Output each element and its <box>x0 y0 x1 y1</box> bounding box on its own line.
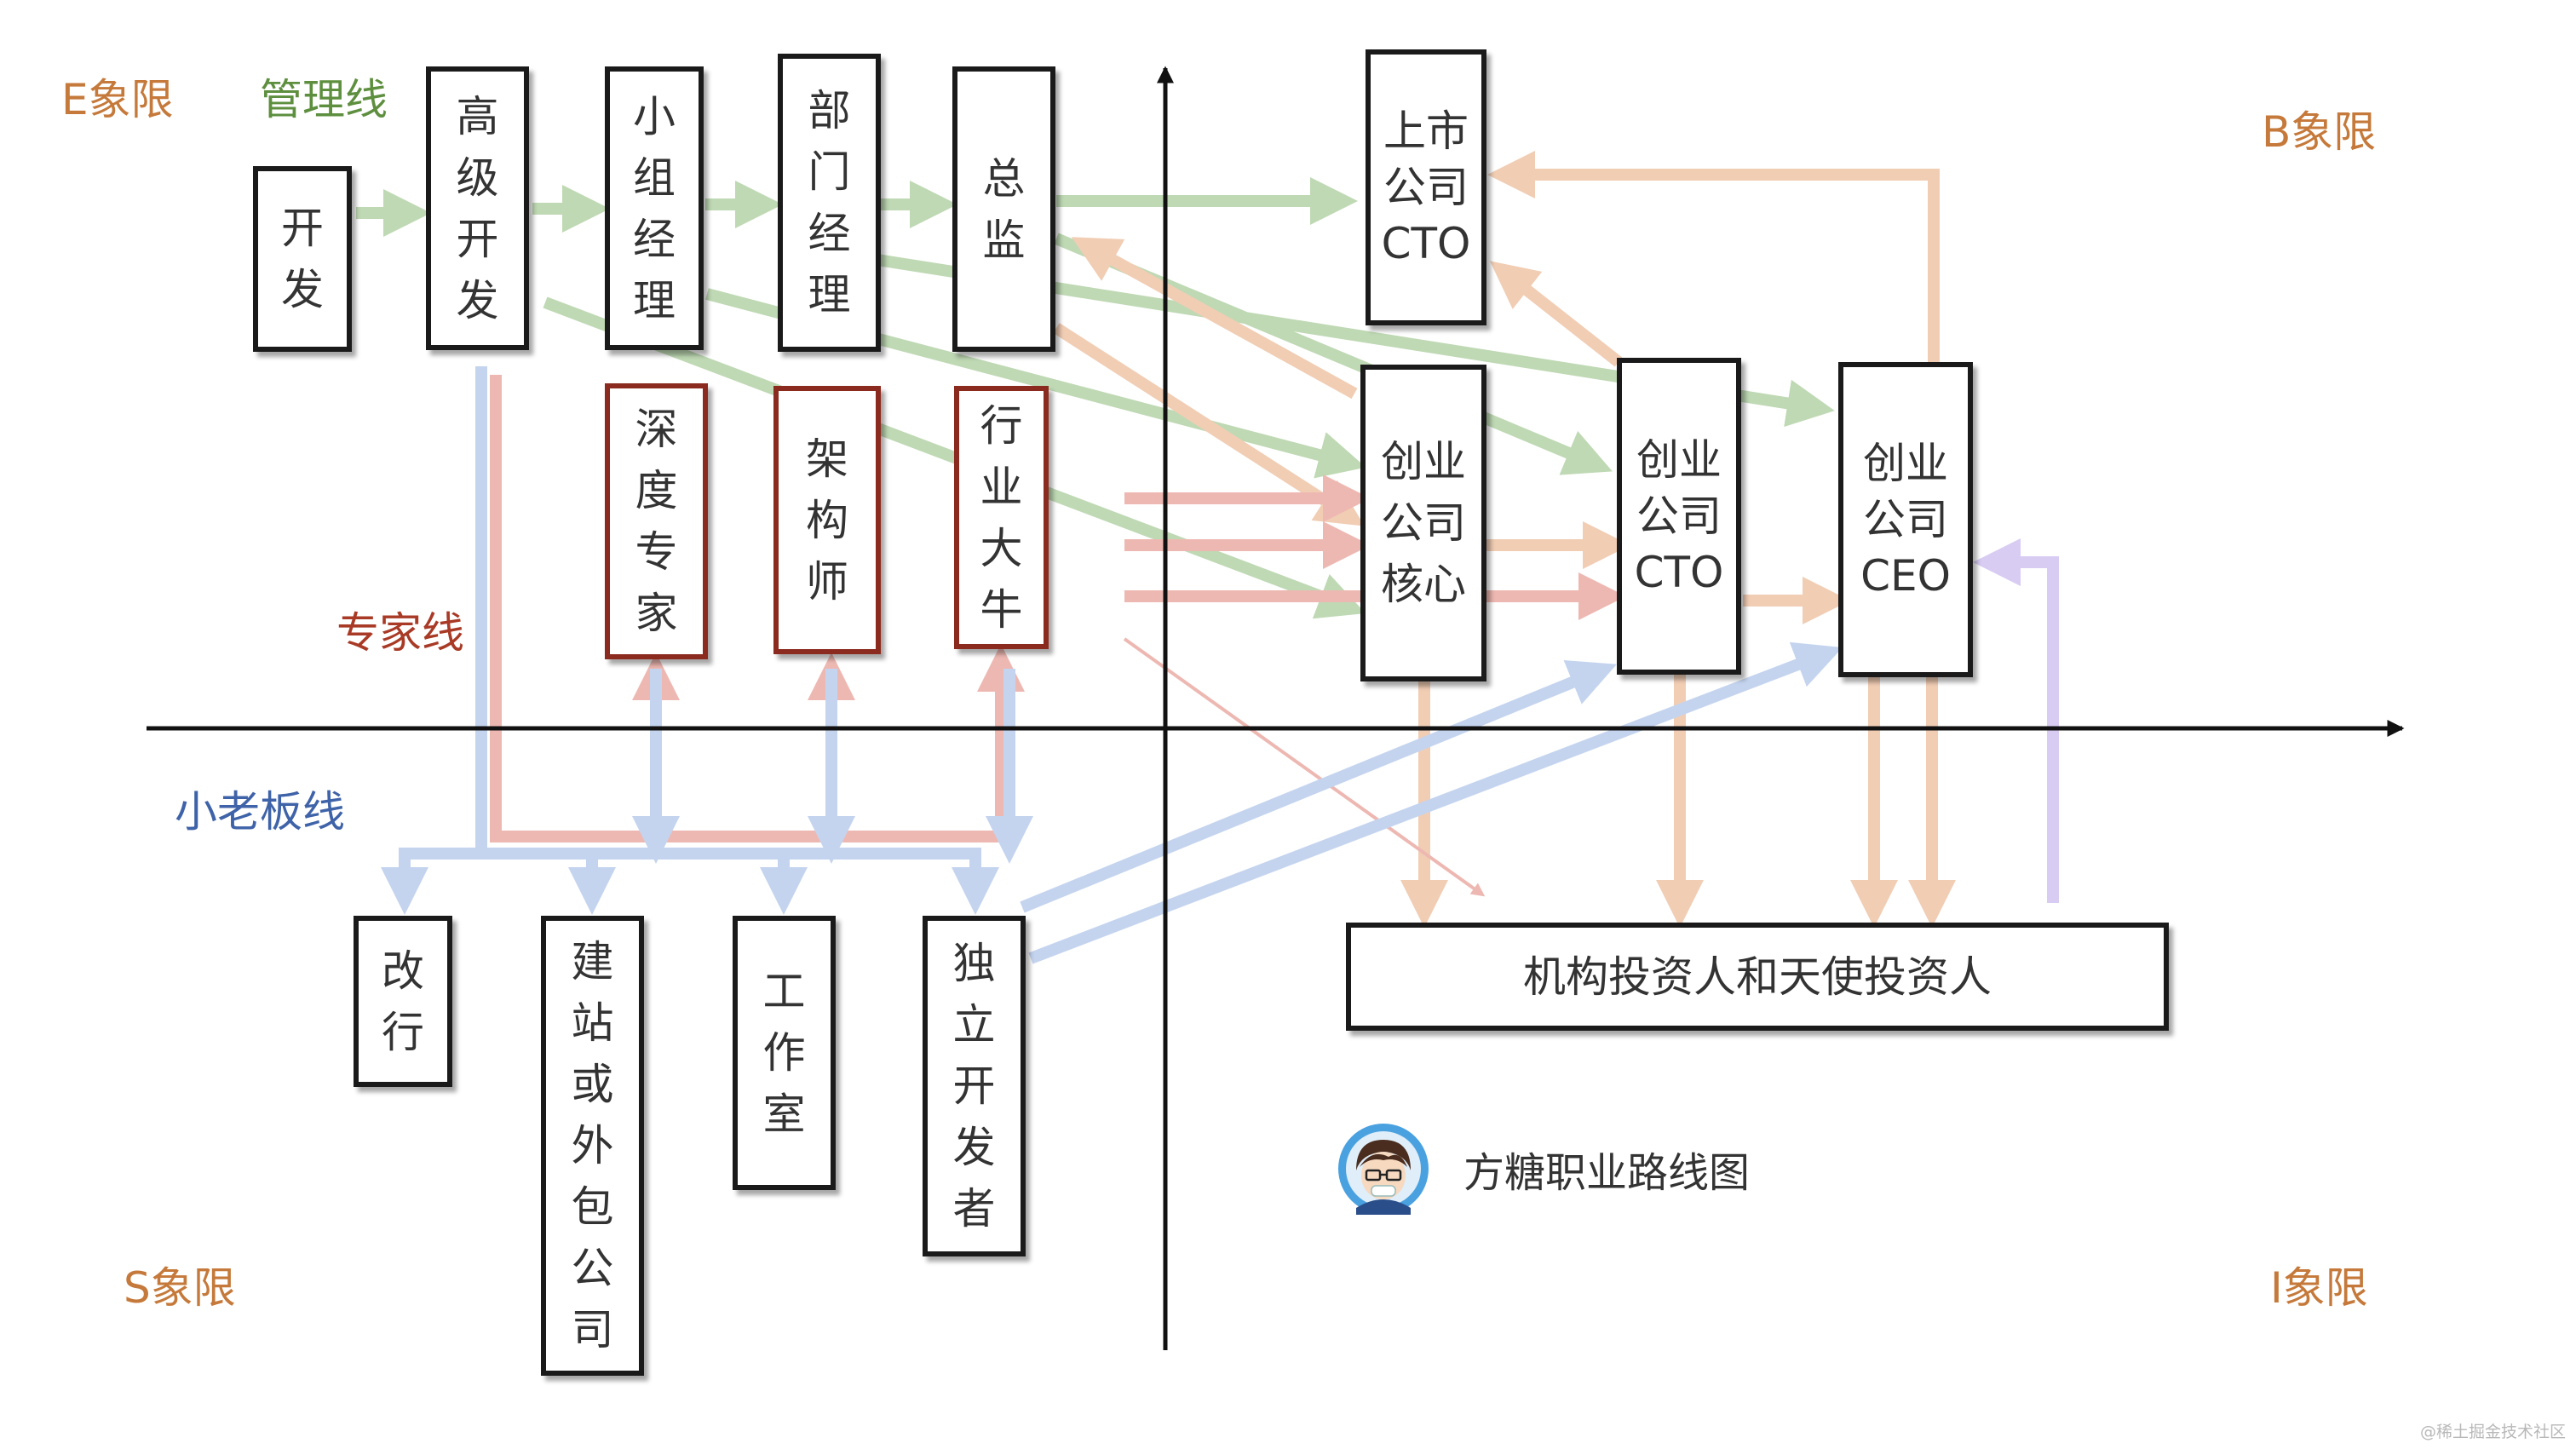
arrow-to-studio <box>592 848 808 915</box>
node-startup-core: 创业公司核心 <box>1360 365 1486 681</box>
avatar-icon <box>1338 1124 1429 1215</box>
management-lane-label: 管理线 <box>260 75 388 124</box>
arrow-ceo-to-listed-cto <box>1487 151 1940 362</box>
node-startup-ceo: 创业 公司 CEO <box>1838 362 1973 677</box>
node-career-change: 改行 <box>354 916 452 1087</box>
brand-title: 方糖职业路线图 <box>1463 1149 1751 1197</box>
node-industry-expert: 行业大牛 <box>954 386 1049 649</box>
node-architect: 架构师 <box>773 386 881 654</box>
arrow-senior-to-startup-core <box>543 296 1366 619</box>
quadrant-s-label: S象限 <box>124 1263 236 1313</box>
node-dept-manager: 部门经理 <box>778 54 881 352</box>
quadrant-i-label: I象限 <box>2270 1263 2368 1313</box>
arrow-indie-to-startup-cto <box>1020 659 1617 913</box>
node-startup-cto: 创业 公司 CTO <box>1617 358 1741 675</box>
brand: 方糖职业路线图 <box>1337 1123 1750 1215</box>
quadrant-e-label: E象限 <box>61 75 174 124</box>
arrow-startup-core-to-director <box>1071 237 1358 400</box>
expert-lane-label: 专家线 <box>336 608 464 658</box>
arrow-expert-to-investors <box>1123 637 1486 897</box>
quadrant-b-label: B象限 <box>2262 107 2377 157</box>
arrow-to-website <box>481 848 616 915</box>
boss-lane-label: 小老板线 <box>175 787 345 837</box>
node-listed-cto: 上市 公司 CTO <box>1366 49 1486 325</box>
node-director: 总监 <box>952 66 1055 352</box>
orange-arrows <box>1053 151 1956 928</box>
arrow-senior-to-career-change <box>381 366 487 915</box>
watermark: @稀土掘金技术社区 <box>2419 1423 2566 1441</box>
arrow-to-architect <box>656 653 855 842</box>
node-investors: 机构投资人和天使投资人 <box>1346 923 2169 1031</box>
arrow-to-indie <box>784 848 999 915</box>
arrow-investors-to-ceo <box>1973 538 2059 903</box>
node-dev: 开发 <box>253 166 352 352</box>
arrow-to-industry-expert <box>831 644 1025 842</box>
arrow-director-to-startup-core <box>1053 323 1365 526</box>
node-indie-dev: 独立开发者 <box>923 916 1026 1256</box>
node-senior-dev: 高级开发 <box>426 66 529 350</box>
node-studio: 工作室 <box>733 916 836 1190</box>
node-deep-expert: 深度专家 <box>605 383 708 659</box>
node-website-outsourcing: 建站或外包公司 <box>541 916 644 1376</box>
arrow-startup-cto-to-listed-cto <box>1489 261 1623 367</box>
arrow-indie-to-startup-ceo <box>1028 641 1843 964</box>
node-team-manager: 小组经理 <box>605 66 704 350</box>
